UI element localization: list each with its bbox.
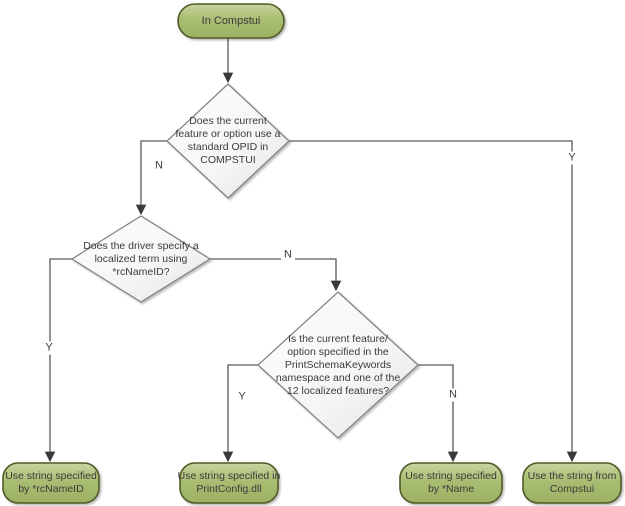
terminal-compstui-shape bbox=[522, 462, 622, 504]
connectors bbox=[44, 38, 578, 463]
edge-d1-yes-to-t4 bbox=[289, 140, 578, 463]
edge-d2-no-to-d3 bbox=[210, 258, 342, 292]
edge-d3-no-to-t3 bbox=[418, 364, 459, 463]
decision-rcnameid-shape bbox=[70, 215, 212, 303]
edge-d1-no-to-d2 bbox=[135, 140, 167, 216]
edge-d2-yes-to-t1 bbox=[44, 258, 72, 463]
edge-d3-yes-to-t2 bbox=[222, 364, 258, 463]
decision-opid-shape bbox=[166, 83, 290, 199]
terminal-rcnameid-shape bbox=[2, 462, 100, 504]
decision-printschema-shape bbox=[257, 291, 419, 439]
start-node-shape bbox=[177, 3, 285, 39]
terminal-name-shape bbox=[399, 462, 503, 504]
terminal-printconfig-shape bbox=[179, 462, 279, 504]
